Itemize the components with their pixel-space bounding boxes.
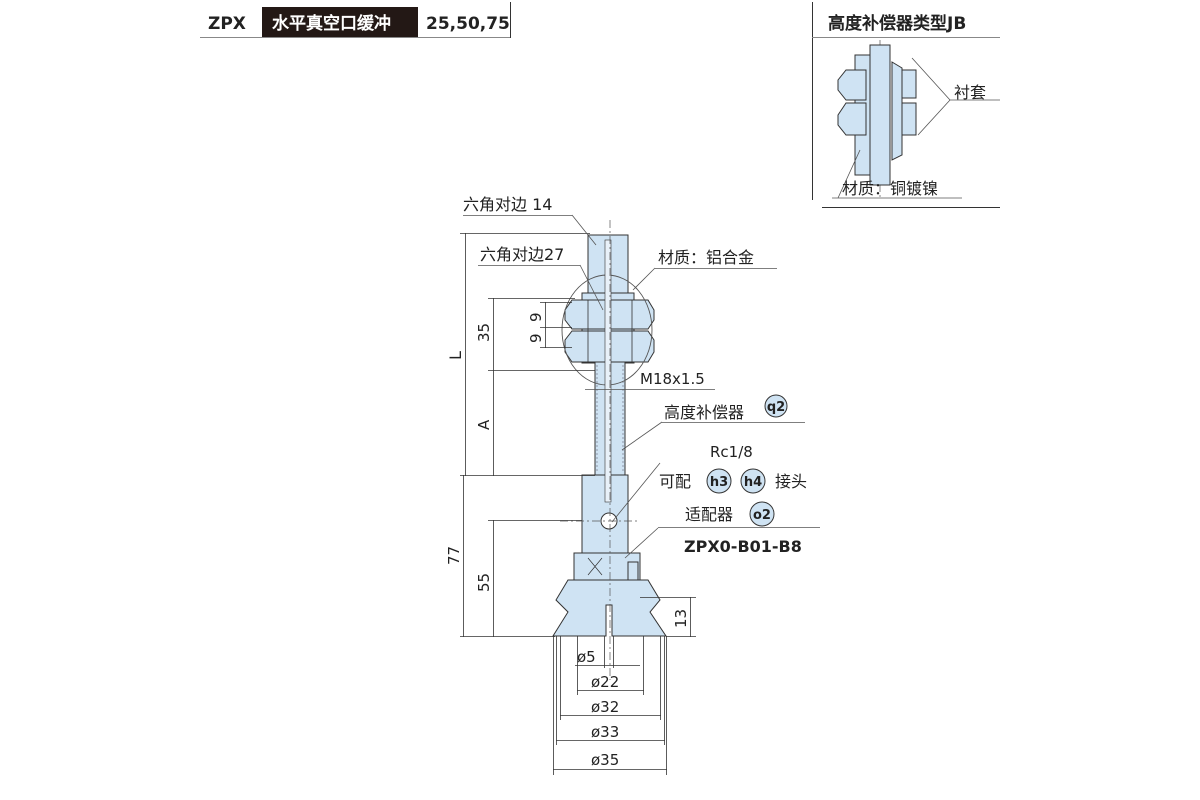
badge-h4 — [740, 468, 766, 494]
badge-q2 — [764, 394, 788, 418]
fitting-prefix: 可配 — [659, 472, 691, 491]
thread-label: M18x1.5 — [640, 370, 705, 388]
adapter-model: ZPX0-B01-B8 — [684, 537, 802, 556]
dim-A: A — [475, 419, 493, 430]
dim-9a: 9 — [527, 312, 545, 322]
header: ZPX 水平真空口缓冲 25,50,75 — [200, 2, 511, 38]
inset-title: 高度补偿器类型JB — [828, 13, 966, 34]
dim-L: L — [446, 351, 465, 360]
dim-9b: 9 — [527, 333, 545, 343]
fitting-suffix: 接头 — [775, 472, 807, 491]
dim-77: 77 — [445, 546, 463, 565]
dia-5: ø5 — [577, 648, 596, 666]
compensator-label: 高度补偿器 — [664, 403, 744, 422]
hex27-label: 六角对边27 — [480, 245, 564, 264]
material-label: 材质：铝合金 — [658, 248, 754, 267]
compensator-code: q2 — [767, 400, 785, 415]
suction-cup — [552, 579, 667, 637]
type-label: 水平真空口缓冲 — [272, 13, 391, 34]
dimensions: L 35 A 9 9 77 55 13 — [445, 233, 696, 775]
callouts: 六角对边 14 六角对边27 材质：铝合金 M18x1.5 高度补偿器 q2 R… — [463, 195, 820, 559]
dim-35: 35 — [475, 323, 493, 342]
badge-h3 — [706, 468, 732, 494]
series-label: ZPX — [208, 14, 246, 34]
hex14-label: 六角对边 14 — [463, 195, 552, 214]
dia-33: ø33 — [591, 723, 619, 741]
adapter-code: o2 — [753, 508, 771, 523]
dia-35: ø35 — [591, 751, 619, 769]
dia-32: ø32 — [591, 698, 619, 716]
inset-jb: 高度补偿器类型JB 衬套 材质：铜镀镍 — [812, 2, 1000, 208]
fitting-code-h3: h3 — [710, 475, 728, 490]
badge-o2 — [749, 501, 775, 527]
bushing-label: 衬套 — [954, 83, 986, 102]
port-label: Rc1/8 — [710, 443, 753, 461]
type-label-box — [262, 7, 418, 37]
dim-55: 55 — [475, 573, 493, 592]
dia-22: ø22 — [591, 673, 619, 691]
adapter-label: 适配器 — [685, 505, 733, 524]
inset-material-label: 材质：铜镀镍 — [842, 179, 938, 198]
fitting-code-h4: h4 — [744, 475, 762, 490]
vacuum-pad-assembly — [552, 220, 667, 680]
sizes-label: 25,50,75 — [426, 14, 510, 34]
dim-13: 13 — [672, 609, 690, 628]
